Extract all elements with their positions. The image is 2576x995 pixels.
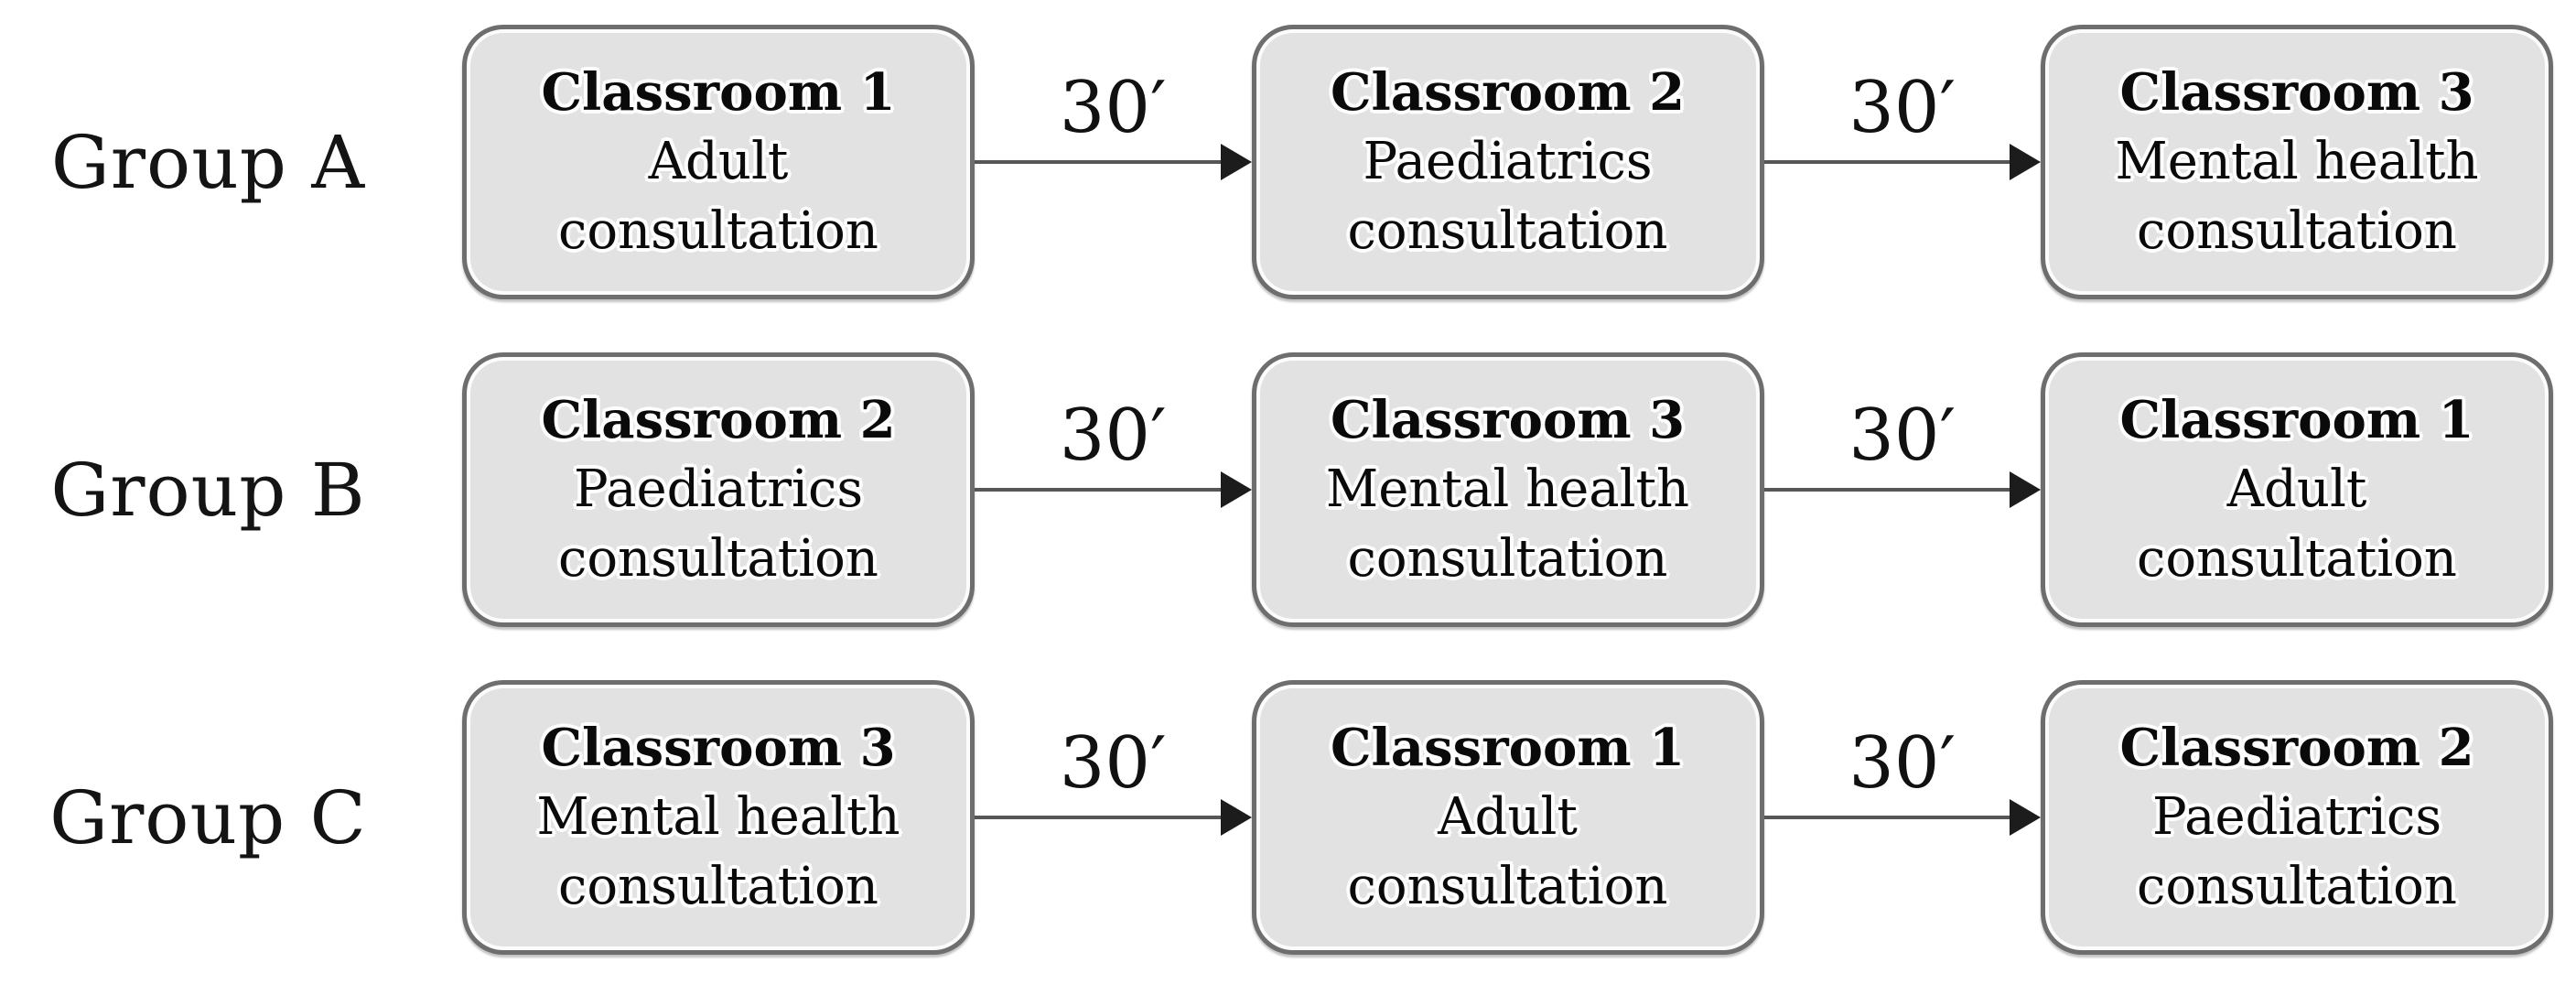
group-a-label: Group A [50, 119, 366, 205]
classroom-title: Classroom 2 [541, 390, 896, 450]
arrow-head-icon [1220, 471, 1252, 508]
group-row-a: Group A Classroom 1 Adult consultation 3… [0, 25, 2553, 299]
group-c-label: Group C [49, 774, 367, 860]
arrow-head-icon [1220, 799, 1252, 836]
classroom-activity: consultation [558, 201, 878, 261]
classroom-box-b1: Classroom 2 Paediatrics consultation [462, 352, 975, 627]
classroom-subject: Paediatrics [1363, 132, 1653, 191]
classroom-subject: Paediatrics [2151, 787, 2442, 847]
classroom-subject: Paediatrics [573, 460, 864, 519]
transition-time-label: 30′ [1848, 67, 1956, 149]
classroom-subject: Adult [648, 132, 789, 191]
transition-time-label: 30′ [1059, 395, 1167, 477]
classroom-title: Classroom 3 [1330, 390, 1686, 450]
classroom-box-a1: Classroom 1 Adult consultation [462, 25, 975, 299]
classroom-activity: consultation [558, 529, 878, 589]
classroom-subject: Mental health [536, 787, 900, 847]
arrow-head-icon [2010, 471, 2041, 508]
classroom-activity: consultation [1347, 857, 1668, 916]
arrow-head-icon [1220, 144, 1252, 180]
classroom-title: Classroom 1 [541, 62, 896, 123]
transition-time-label: 30′ [1848, 722, 1956, 805]
group-row-c: Group C Classroom 3 Mental health consul… [0, 680, 2553, 955]
arrow-line [1763, 160, 2017, 164]
classroom-subject: Adult [2226, 460, 2367, 519]
classroom-subject: Mental health [1325, 460, 1690, 519]
classroom-box-c2: Classroom 1 Adult consultation [1251, 680, 1764, 955]
classroom-activity: consultation [1347, 201, 1668, 261]
classroom-box-c1: Classroom 3 Mental health consultation [462, 680, 975, 955]
classroom-activity: consultation [2137, 529, 2457, 589]
classroom-title: Classroom 2 [2119, 718, 2474, 778]
classroom-box-a2: Classroom 2 Paediatrics consultation [1251, 25, 1764, 299]
classroom-title: Classroom 1 [2119, 390, 2474, 450]
arrow-connector: 30′ [975, 352, 1252, 627]
arrow-line [975, 160, 1228, 164]
arrow-connector: 30′ [1763, 352, 2041, 627]
classroom-activity: consultation [558, 857, 878, 916]
classroom-activity: consultation [1347, 529, 1668, 589]
transition-time-label: 30′ [1848, 395, 1956, 477]
group-b-label: Group B [50, 447, 366, 533]
arrow-line [1763, 816, 2017, 819]
classroom-title: Classroom 3 [2119, 62, 2474, 123]
arrow-connector: 30′ [975, 25, 1252, 299]
classroom-title: Classroom 1 [1330, 718, 1686, 778]
arrow-head-icon [2010, 799, 2041, 836]
arrow-connector: 30′ [1763, 680, 2041, 955]
classroom-activity: consultation [2137, 857, 2457, 916]
classroom-box-a3: Classroom 3 Mental health consultation [2041, 25, 2553, 299]
arrow-head-icon [2010, 144, 2041, 180]
transition-time-label: 30′ [1059, 67, 1167, 149]
arrow-connector: 30′ [1763, 25, 2041, 299]
group-row-b: Group B Classroom 2 Paediatrics consulta… [0, 352, 2553, 627]
classroom-box-c3: Classroom 2 Paediatrics consultation [2041, 680, 2553, 955]
arrow-line [975, 816, 1228, 819]
arrow-line [1763, 488, 2017, 492]
classroom-title: Classroom 3 [541, 718, 896, 778]
classroom-box-b3: Classroom 1 Adult consultation [2041, 352, 2553, 627]
classroom-title: Classroom 2 [1330, 62, 1686, 123]
classroom-subject: Mental health [2115, 132, 2479, 191]
arrow-connector: 30′ [975, 680, 1252, 955]
transition-time-label: 30′ [1059, 722, 1167, 805]
classroom-box-b2: Classroom 3 Mental health consultation [1251, 352, 1764, 627]
classroom-subject: Adult [1438, 787, 1578, 847]
arrow-line [975, 488, 1228, 492]
classroom-activity: consultation [2137, 201, 2457, 261]
